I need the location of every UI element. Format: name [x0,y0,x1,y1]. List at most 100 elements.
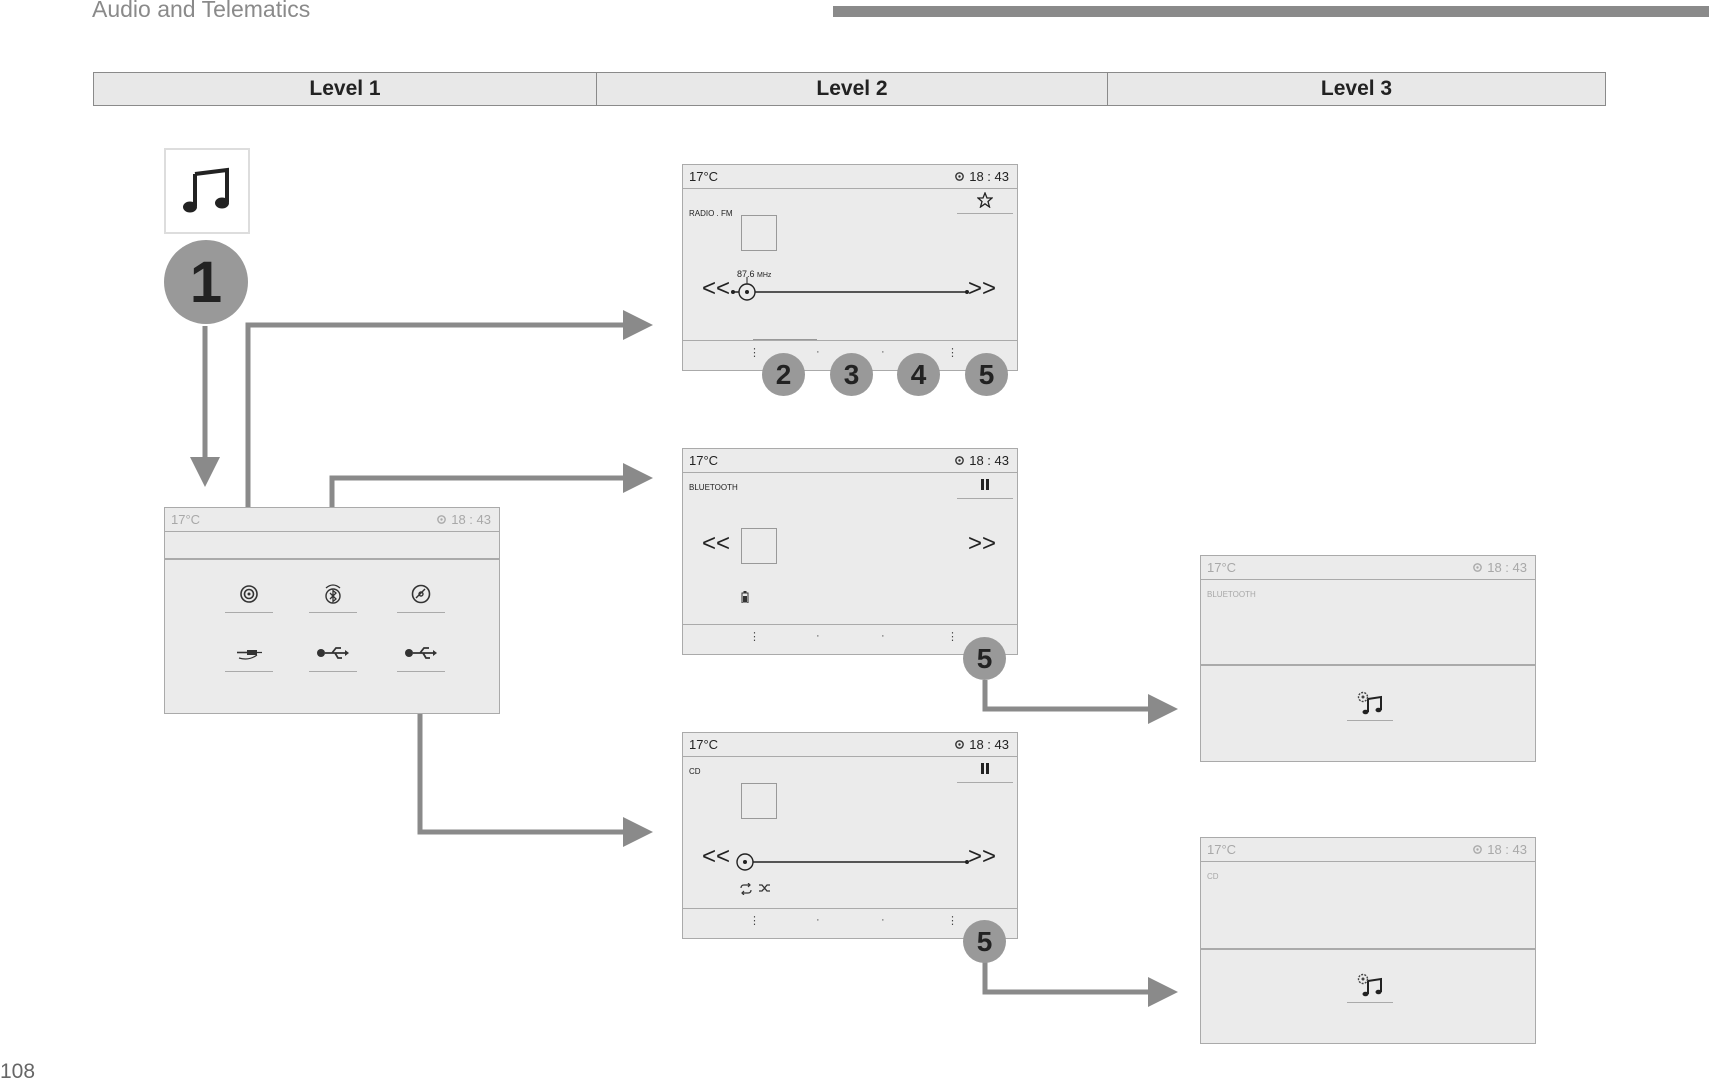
favorite-button[interactable] [957,187,1013,214]
bottom-bar: ⋮ · · ⋮ [683,340,1017,371]
bluetooth-streaming-icon [325,584,341,604]
star-icon [977,192,993,208]
track-progress-slider[interactable] [731,849,971,875]
seek-back-button[interactable]: << [702,275,731,302]
bottom-bar: ⋮ · · ⋮ [683,908,1017,939]
seek-forward-button[interactable]: >> [967,275,996,302]
previous-track-button[interactable]: << [702,843,731,870]
source-label: BLUETOOTH [689,483,738,492]
temperature: 17°C [1207,842,1237,857]
settings-gear-icon [1473,563,1483,572]
callout-4: 4 [897,353,940,396]
cd-screen: 17°C 18 : 43 CD << >> ⋮ · · ⋮ [682,732,1018,939]
status-bar: 17°C 18 : 43 [1201,838,1535,862]
aux-source-button[interactable] [225,635,273,672]
shuffle-icon[interactable] [759,883,771,893]
temperature: 17°C [689,453,719,468]
source-label: BLUETOOTH [1207,590,1256,599]
level-header-table: Level 1 Level 2 Level 3 [93,72,1606,106]
callout-2: 2 [762,353,805,396]
clock: 18 : 43 [954,453,1009,468]
bluetooth-screen: 17°C 18 : 43 BLUETOOTH << >> ⋮ · · ⋮ [682,448,1018,655]
callout-5-cd: 5 [963,920,1006,963]
bluetooth-source-button[interactable] [309,576,357,613]
callout-5: 5 [965,353,1008,396]
status-bar: 17°C 18 : 43 [683,733,1017,757]
arrow-bluetooth-settings [982,680,1178,724]
usb-source-button-2[interactable] [397,635,445,672]
settings-gear-icon [955,456,965,465]
pause-button[interactable] [957,471,1013,499]
menu-dots[interactable]: ⋮ [947,631,958,643]
tab-dot[interactable]: · [881,346,885,358]
status-bar: 17°C 18 : 43 [1201,556,1535,580]
audio-settings-button[interactable] [1347,686,1393,721]
callout-1: 1 [164,240,248,324]
settings-gear-icon [955,172,965,181]
arrow-cd-settings [982,962,1178,1007]
tab-dot[interactable]: · [881,914,885,926]
pause-icon [981,763,989,774]
callout-3: 3 [830,353,873,396]
level-2-header: Level 2 [597,73,1108,105]
status-bar: 17°C 18 : 43 [683,165,1017,189]
album-art-placeholder [741,528,777,564]
bottom-bar: ⋮ · · ⋮ [683,624,1017,655]
menu-dots[interactable]: ⋮ [749,347,760,359]
pause-button[interactable] [957,755,1013,783]
usb-icon [317,647,349,659]
divider [165,558,499,560]
tab-dot[interactable]: · [881,630,885,642]
radio-icon [240,585,258,603]
cd-settings-screen: 17°C 18 : 43 CD [1200,837,1536,1044]
menu-dots[interactable]: ⋮ [947,915,958,927]
radio-screen: 17°C 18 : 43 RADIO . FM 87.6 MHz << >> ⋮… [682,164,1018,371]
usb-icon-2 [405,647,437,659]
divider [1201,948,1535,950]
music-menu-button[interactable] [164,148,250,234]
repeat-icon[interactable] [739,883,753,895]
temperature: 17°C [171,512,201,527]
battery-icon [741,591,749,603]
temperature: 17°C [689,169,719,184]
callout-5-bluetooth: 5 [963,637,1006,680]
next-track-button[interactable]: >> [967,530,996,557]
next-track-button[interactable]: >> [967,843,996,870]
audio-settings-button[interactable] [1347,968,1393,1003]
tab-dot[interactable]: · [816,630,820,642]
tab-dot[interactable]: · [816,346,820,358]
settings-gear-icon [955,740,965,749]
music-note-icon [183,167,229,213]
header-bar [833,6,1709,17]
frequency-readout: 87.6 MHz [737,269,772,279]
menu-dots[interactable]: ⋮ [749,915,760,927]
cd-icon [411,584,431,604]
frequency-slider[interactable] [731,277,971,307]
source-label: CD [1207,872,1219,881]
clock: 18 : 43 [954,737,1009,752]
music-settings-icon [1357,691,1382,715]
clock: 18 : 43 [436,512,491,527]
album-art-placeholder [741,783,777,819]
page-number: 108 [0,1060,36,1083]
level-3-header: Level 3 [1320,77,1393,100]
menu-dots[interactable]: ⋮ [947,347,958,359]
usb-source-button[interactable] [309,635,357,672]
aux-jack-icon [237,650,262,660]
menu-dots[interactable]: ⋮ [749,631,760,643]
tab-dot[interactable]: · [816,914,820,926]
album-art-placeholder [741,215,777,251]
previous-track-button[interactable]: << [702,530,731,557]
music-settings-icon [1357,973,1382,997]
radio-source-button[interactable] [225,576,273,613]
status-bar: 17°C 18 : 43 [165,508,499,532]
level-1-header: Level 1 [94,73,597,105]
source-label: CD [689,767,701,776]
cd-source-button[interactable] [397,576,445,613]
clock: 18 : 43 [1472,560,1527,575]
clock: 18 : 43 [954,169,1009,184]
source-label: RADIO . FM [689,209,733,218]
section-title: Audio and Telematics [92,0,311,22]
status-bar: 17°C 18 : 43 [683,449,1017,473]
bluetooth-settings-screen: 17°C 18 : 43 BLUETOOTH [1200,555,1536,762]
